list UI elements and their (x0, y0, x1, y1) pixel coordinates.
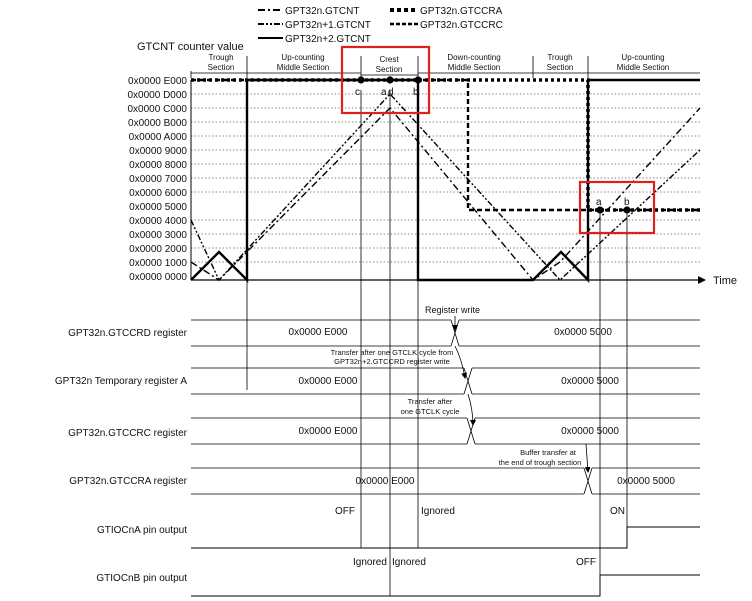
y-tick-5000: 0x0000 5000 (129, 202, 187, 213)
section-1-line-2: Section (208, 63, 235, 72)
x-axis-title: Time (713, 275, 737, 287)
register-write-note: Register write (425, 305, 480, 315)
gtiocnb-ignored-2: Ignored (392, 557, 426, 568)
transfer1-note-line2: GPT32n+2.GTCCRD register write (334, 357, 450, 366)
gtiocnb-waveform (191, 574, 700, 597)
gtccra-new-value: 0x0000 5000 (617, 476, 675, 487)
compare-dots (357, 76, 631, 214)
counter-waveforms (190, 78, 701, 283)
transfer1-arrow (454, 345, 468, 379)
y-axis-title: GTCNT counter value (137, 41, 244, 53)
gtiocnb-label: GTIOCnB pin output (96, 573, 187, 584)
gridlines (191, 93, 700, 263)
section-3-line-1: Crest (379, 55, 399, 64)
y-tick-2000: 0x0000 2000 (129, 244, 187, 255)
section-3-line-2: Section (376, 65, 403, 74)
match-dot-c (357, 76, 365, 84)
transfer2-note-line1: Transfer after (408, 397, 453, 406)
section-4-line-1: Down-counting (447, 53, 500, 62)
legend-gtccra-label: GPT32n.GTCCRA (420, 6, 503, 17)
y-tick-d000: 0x0000 D000 (128, 90, 188, 101)
gtccrd-bus (191, 319, 700, 347)
gtccrc-bus (191, 417, 700, 445)
gtiocna-waveform (191, 526, 700, 549)
gtiocna-ignored: Ignored (421, 506, 455, 517)
buffer-note-line1: Buffer transfer at (520, 448, 577, 457)
marker-d: d (388, 87, 394, 98)
marker-letters: c a d b a b (355, 87, 630, 208)
y-tick-7000: 0x0000 7000 (129, 174, 187, 185)
marker-a: a (381, 87, 387, 98)
legend-gtccrc-label: GPT32n.GTCCRC (420, 20, 503, 31)
y-tick-a000: 0x0000 A000 (129, 132, 188, 143)
y-tick-labels: 0x0000 E000 0x0000 D000 0x0000 C000 0x00… (128, 76, 188, 283)
legend-gtcnt0-label: GPT32n.GTCNT (285, 6, 359, 17)
section-1-line-1: Trough (208, 53, 233, 62)
marker-b: b (413, 87, 419, 98)
y-tick-4000: 0x0000 4000 (129, 216, 187, 227)
y-tick-e000: 0x0000 E000 (128, 76, 187, 87)
gtcnt1-waveform (190, 92, 701, 282)
marker-c: c (355, 87, 360, 98)
match-dot-a2 (596, 206, 604, 214)
tempa-label: GPT32n Temporary register A (55, 376, 187, 387)
match-dot-ad (386, 76, 394, 84)
transfer2-note-line2: one GTCLK cycle (401, 407, 460, 416)
y-tick-b000: 0x0000 B000 (128, 118, 187, 129)
trough-highlight-box (578, 180, 656, 235)
transfer1-note-line1: Transfer after one GTCLK cycle from (331, 348, 454, 357)
gtiocna-label: GTIOCnA pin output (97, 525, 187, 536)
gtcnt2-waveform (190, 78, 700, 283)
gtccrc-waveform (191, 78, 700, 212)
section-2-line-2: Middle Section (277, 63, 329, 72)
section-2-line-1: Up-counting (281, 53, 324, 62)
marker-b2: b (624, 197, 630, 208)
gtccra-label: GPT32n.GTCCRA register (69, 476, 187, 487)
y-tick-0000: 0x0000 0000 (129, 272, 187, 283)
match-dot-b2 (623, 206, 631, 214)
section-6-line-2: Middle Section (617, 63, 669, 72)
gtccrd-new-value: 0x0000 5000 (554, 327, 612, 338)
gtiocnb-off: OFF (576, 557, 596, 568)
tempa-old-value: 0x0000 E000 (299, 376, 358, 387)
y-tick-9000: 0x0000 9000 (129, 146, 187, 157)
section-6-line-1: Up-counting (621, 53, 664, 62)
event-guides (246, 90, 628, 596)
legend-gtcnt1-label: GPT32n+1.GTCNT (285, 20, 371, 31)
legend-gtcnt2-label: GPT32n+2.GTCNT (285, 34, 371, 45)
gtccrc-old-value: 0x0000 E000 (299, 426, 358, 437)
transfer2-arrow (467, 393, 476, 426)
gtiocna-off: OFF (335, 506, 355, 517)
tempa-bus (191, 367, 700, 395)
gtccra-waveform (191, 78, 700, 212)
y-tick-3000: 0x0000 3000 (129, 230, 187, 241)
section-5-line-1: Trough (547, 53, 572, 62)
crest-highlight-box (340, 45, 431, 115)
marker-a2: a (596, 197, 602, 208)
gtccrc-label: GPT32n.GTCCRC register (68, 428, 188, 439)
gtiocna-on: ON (610, 506, 625, 517)
y-tick-6000: 0x0000 6000 (129, 188, 187, 199)
gtccrc-new-value: 0x0000 5000 (561, 426, 619, 437)
section-4-line-2: Middle Section (448, 63, 500, 72)
y-tick-c000: 0x0000 C000 (128, 104, 188, 115)
gtccra-bus (191, 467, 700, 495)
gtccrd-old-value: 0x0000 E000 (289, 327, 348, 338)
buffer-note-line2: the end of trough section (499, 458, 582, 467)
tempa-new-value: 0x0000 5000 (561, 376, 619, 387)
y-tick-8000: 0x0000 8000 (129, 160, 187, 171)
section-labels: Trough Section Up-counting Middle Sectio… (208, 53, 670, 74)
y-tick-1000: 0x0000 1000 (129, 258, 187, 269)
section-5-line-2: Section (547, 63, 574, 72)
section-brackets (190, 56, 700, 78)
legend: GPT32n.GTCNT GPT32n+1.GTCNT GPT32n+2.GTC… (258, 6, 503, 45)
gtiocnb-ignored-1: Ignored (353, 557, 387, 568)
match-dot-b (414, 76, 422, 84)
gtcnt0-waveform (190, 106, 701, 281)
gtccrd-label: GPT32n.GTCCRD register (68, 328, 188, 339)
gtccra-old-value: 0x0000 E000 (356, 476, 415, 487)
buffer-arrow (584, 443, 591, 473)
